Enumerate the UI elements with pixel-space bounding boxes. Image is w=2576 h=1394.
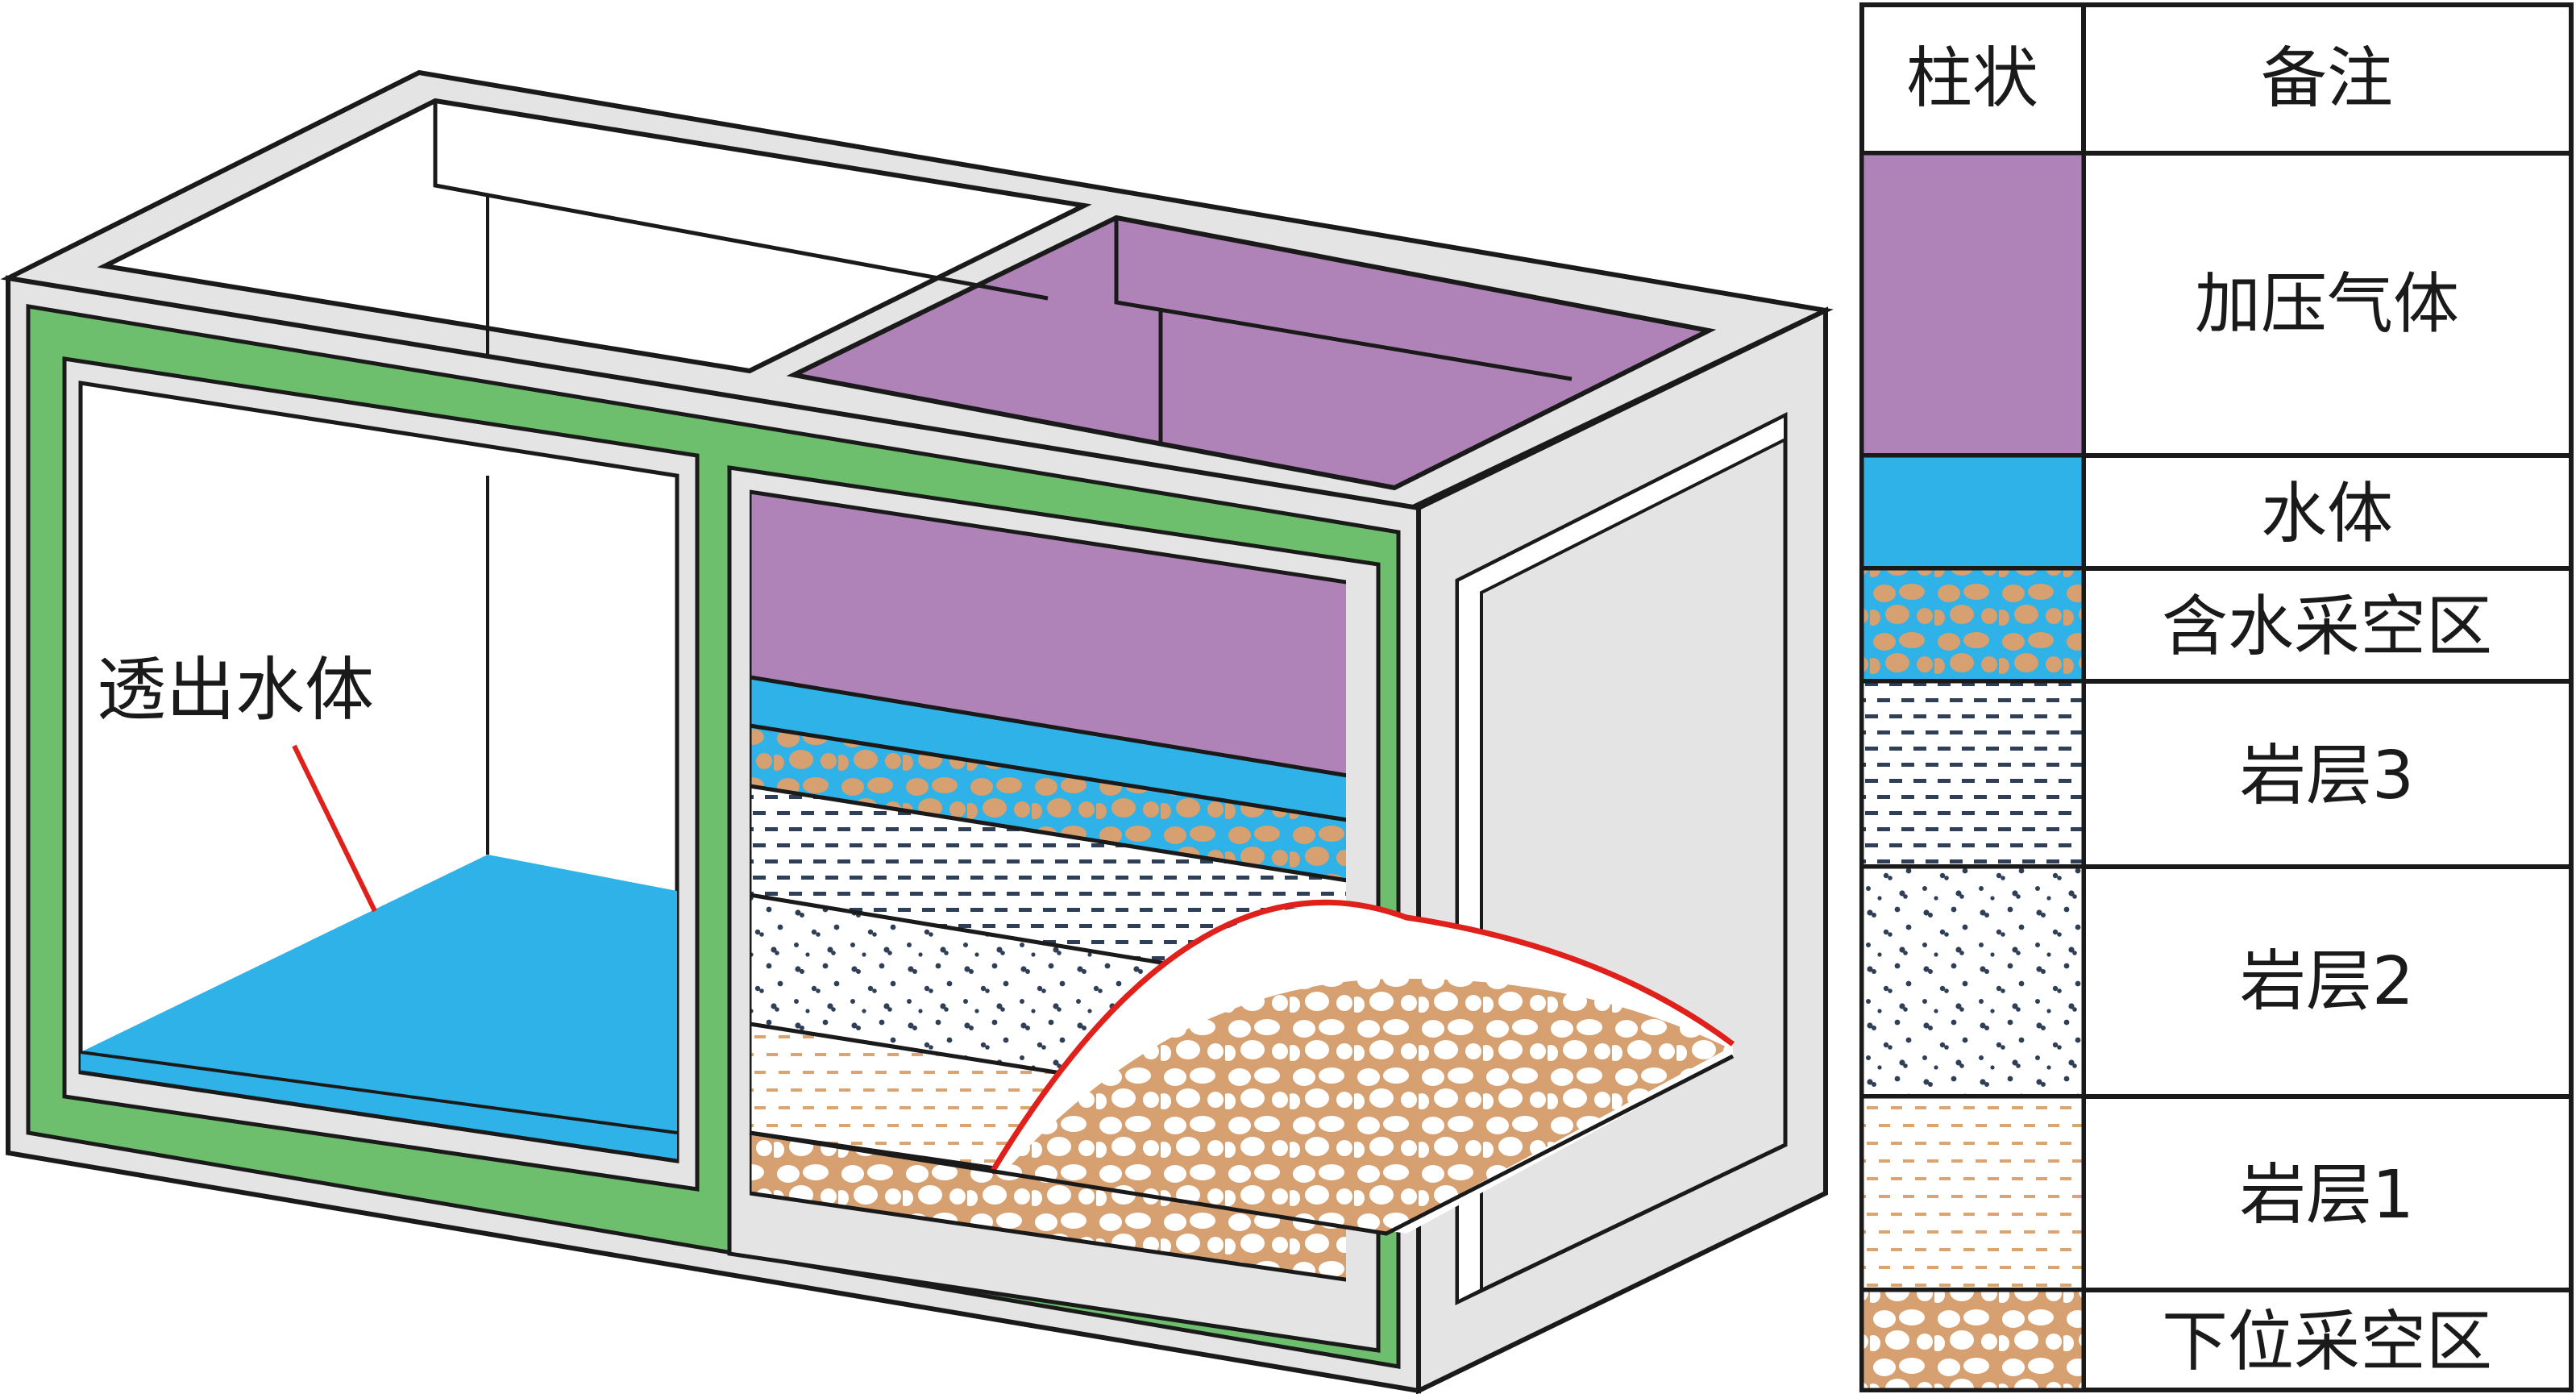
stratum-water-goaf <box>750 723 1346 883</box>
stratum-water <box>750 675 1346 822</box>
caving-pile <box>1003 979 1729 1234</box>
legend-label-rock3: 岩层3 <box>2240 738 2414 814</box>
callout-label: 透出水体 <box>97 650 374 730</box>
legend-label-water: 水体 <box>2261 476 2393 552</box>
legend-swatch-water-goaf <box>1859 566 2086 684</box>
legend-swatch-lower-goaf <box>1859 1288 2086 1392</box>
legend-swatch-rock3 <box>1859 679 2086 869</box>
legend-swatch-rock1 <box>1859 1094 2086 1292</box>
seeped-water-floor <box>81 855 677 1161</box>
legend-swatch-rock2 <box>1859 864 2086 1099</box>
legend-swatch-gas <box>1859 151 2086 458</box>
legend-label-gas: 加压气体 <box>2195 266 2459 343</box>
legend-header-column: 柱状 <box>1906 40 2038 117</box>
legend-header-note: 备注 <box>2261 40 2393 117</box>
legend-label-rock2: 岩层2 <box>2240 943 2414 1020</box>
stratum-gas <box>750 489 1346 778</box>
legend-label-rock1: 岩层1 <box>2240 1157 2414 1234</box>
legend-label-water-goaf: 含水采空区 <box>2162 589 2492 665</box>
callout-leader <box>292 744 377 913</box>
legend-swatch-water <box>1859 453 2086 571</box>
legend-table: 柱状 备注 加压气体 水体 含水采空区 岩层3 岩层2 岩层1 下位采空区 <box>1859 2 2574 1392</box>
box-model: 透出水体 <box>0 69 1834 1394</box>
legend-label-lower-goaf: 下位采空区 <box>2162 1304 2492 1380</box>
top-opening-left <box>97 98 1092 374</box>
caving-arch-line <box>989 899 1735 1175</box>
top-opening-right <box>786 214 1717 491</box>
